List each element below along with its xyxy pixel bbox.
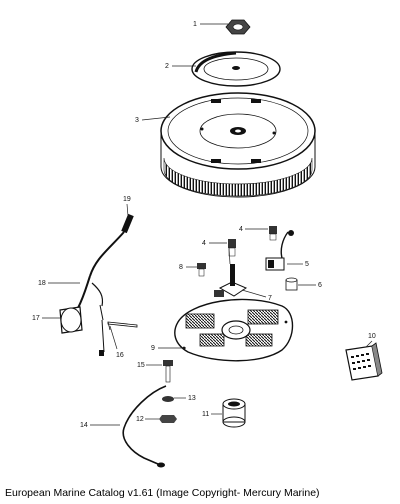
stator-plate xyxy=(174,298,294,362)
callout-6: 6 xyxy=(318,282,322,289)
callout-3: 3 xyxy=(135,117,139,124)
switch-box xyxy=(345,342,383,381)
image-caption: European Marine Catalog v1.61 (Image Cop… xyxy=(5,487,320,499)
screws xyxy=(228,226,277,257)
ground-screw xyxy=(163,360,173,383)
callout-4a: 4 xyxy=(239,226,243,233)
callout-1: 1 xyxy=(193,21,197,28)
callout-13: 13 xyxy=(188,395,196,402)
lock-washer xyxy=(162,396,174,402)
ground-lead xyxy=(122,385,167,468)
flywheel-nut xyxy=(225,19,251,35)
hex-nut xyxy=(159,415,177,423)
flywheel xyxy=(160,92,316,198)
ignition-coil xyxy=(59,275,105,356)
callout-11: 11 xyxy=(202,411,209,418)
callout-19: 19 xyxy=(123,196,131,203)
callout-7: 7 xyxy=(268,295,272,302)
trigger-sensor xyxy=(265,230,294,271)
callout-2: 2 xyxy=(165,63,169,70)
leader-lines xyxy=(42,23,373,426)
callout-15: 15 xyxy=(137,362,145,369)
callout-14: 14 xyxy=(80,422,88,429)
callout-8: 8 xyxy=(179,264,183,271)
spark-plug-boot xyxy=(89,213,134,277)
callout-4b: 4 xyxy=(202,240,206,247)
callout-5: 5 xyxy=(305,261,309,268)
flywheel-washer xyxy=(191,51,281,87)
callout-numbers: 1 2 3 4 4 5 6 7 8 9 10 11 12 13 14 15 16… xyxy=(32,21,376,429)
screw xyxy=(197,263,206,277)
callout-9: 9 xyxy=(151,345,155,352)
callout-10: 10 xyxy=(368,333,376,340)
link-bracket xyxy=(214,264,248,297)
exploded-parts-diagram: 1 2 3 4 4 5 6 7 8 9 10 11 12 13 14 15 16… xyxy=(32,19,383,468)
callout-16: 16 xyxy=(116,352,124,359)
coil-clamp xyxy=(107,321,138,331)
bushing xyxy=(285,277,298,291)
callout-12: 12 xyxy=(136,416,144,423)
callout-18: 18 xyxy=(38,280,46,287)
bearing xyxy=(222,398,246,428)
callout-17: 17 xyxy=(32,315,40,322)
